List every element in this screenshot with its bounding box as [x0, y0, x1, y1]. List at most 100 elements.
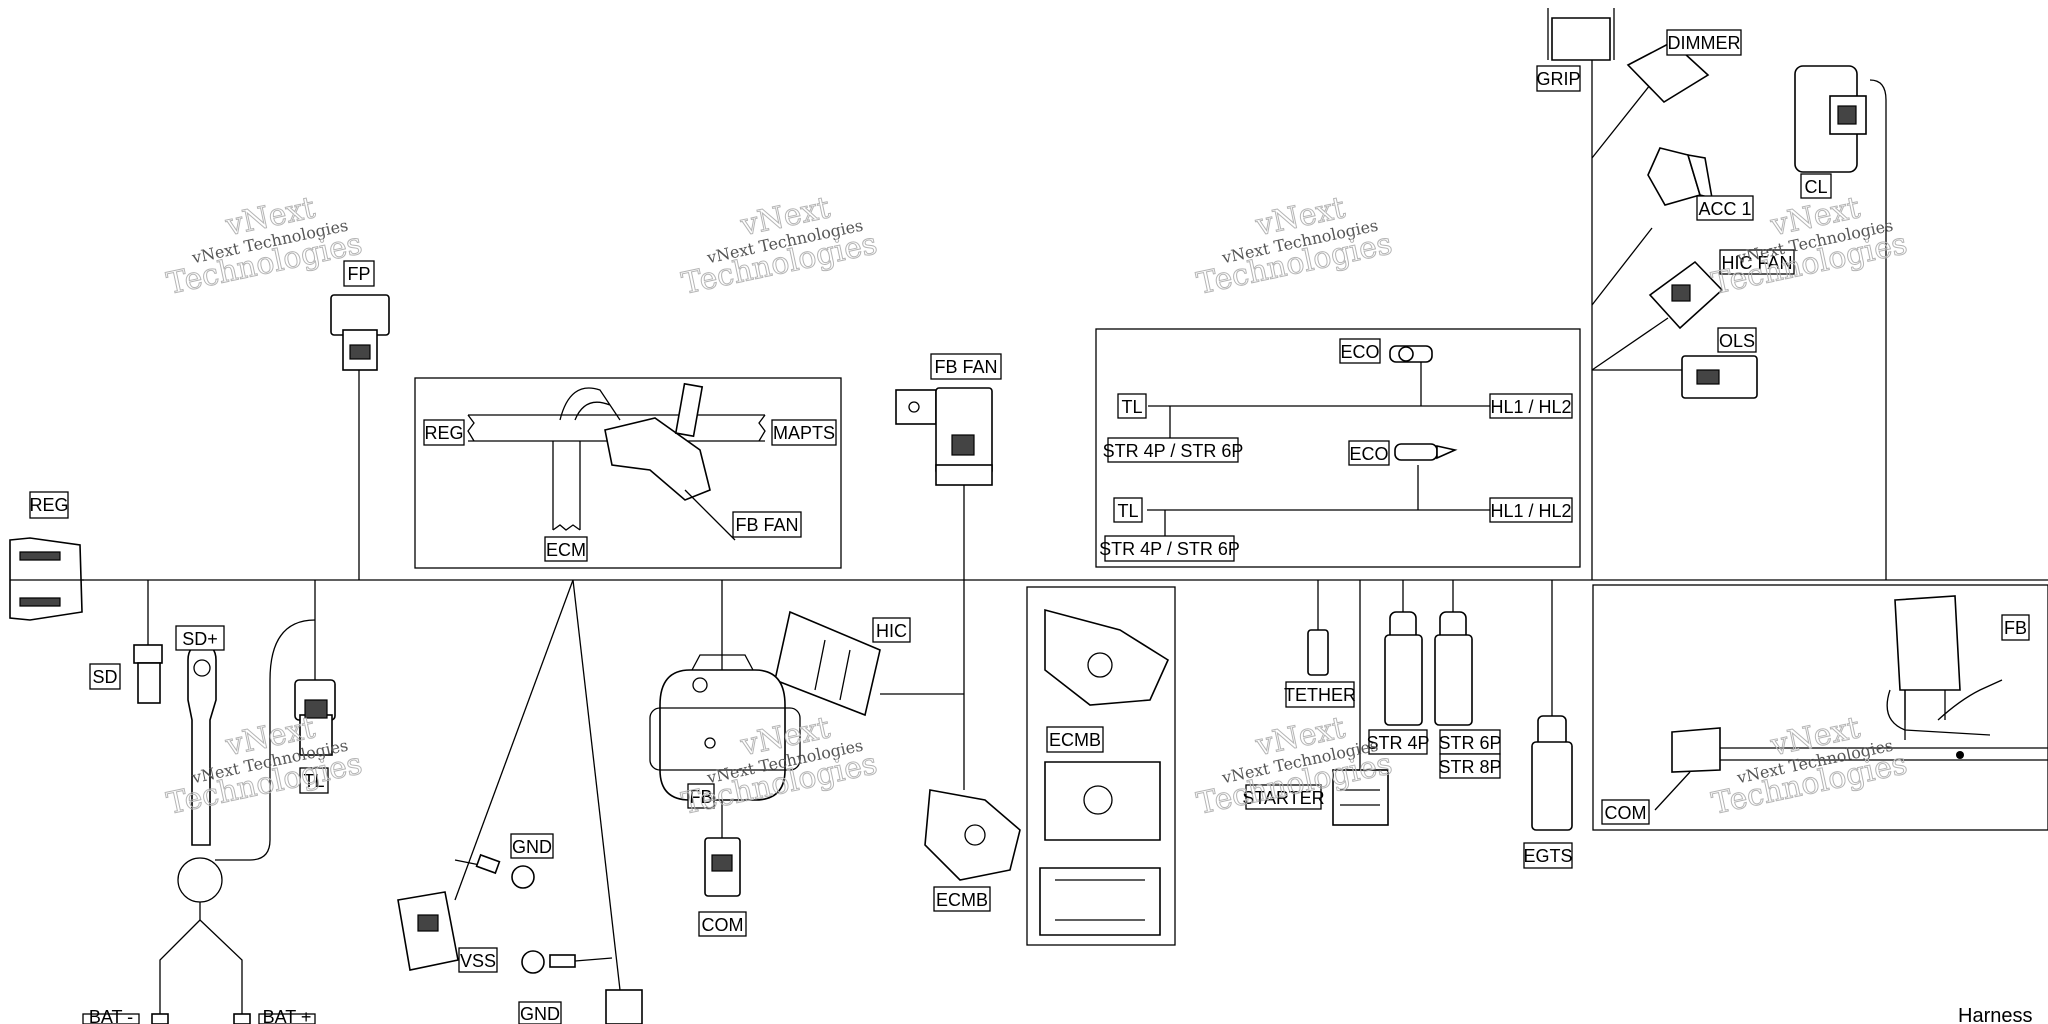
- svg-text:TETHER: TETHER: [1284, 685, 1356, 705]
- ring-terminal-gnd2: [521, 950, 613, 974]
- connector-fb-fan-top: [895, 387, 993, 486]
- connector-fp: [330, 294, 390, 371]
- svg-text:VSS: VSS: [460, 951, 496, 971]
- svg-text:FB FAN: FB FAN: [735, 515, 798, 535]
- connector-str4p: [1384, 611, 1423, 726]
- watermark-7: vNext vNext Technologies Technologies: [1193, 710, 1395, 823]
- connector-egts: [1531, 715, 1573, 831]
- label-mapts: MAPTS: [771, 419, 837, 446]
- bat-terminals: [151, 1013, 251, 1024]
- svg-text:BAT -: BAT -: [89, 1007, 133, 1024]
- svg-text:ECM: ECM: [546, 540, 586, 560]
- connector-dimmer: [1626, 41, 1710, 104]
- watermark-2: vNext vNext Technologies Technologies: [678, 190, 880, 303]
- label-bat-plus: BAT +: [258, 1007, 316, 1024]
- label-grip: GRIP: [1536, 65, 1581, 92]
- svg-text:TL: TL: [1121, 397, 1142, 417]
- connector-fb-mid: [649, 654, 801, 801]
- label-acc1: ACC 1: [1696, 195, 1754, 221]
- watermark-5: vNext vNext Technologies Technologies: [163, 710, 365, 823]
- svg-text:SD: SD: [92, 667, 117, 687]
- svg-text:HIC: HIC: [876, 621, 907, 641]
- svg-text:FP: FP: [347, 264, 370, 284]
- connector-tether: [1307, 629, 1329, 676]
- label-ecmb-bottom: ECMB: [933, 886, 991, 912]
- label-sd-plus: SD+: [175, 625, 225, 651]
- label-reg-main: REG: [29, 491, 69, 519]
- svg-text:STR 4P / STR 6P: STR 4P / STR 6P: [1103, 441, 1244, 461]
- label-tl2: TL: [1113, 497, 1143, 523]
- connector-str6p: [1434, 611, 1473, 726]
- svg-text:GRIP: GRIP: [1536, 69, 1580, 89]
- label-hic-fan: HIC FAN: [1719, 249, 1795, 275]
- label-tl1: TL: [1117, 393, 1147, 419]
- label-fb-fan-inset: FB FAN: [732, 511, 802, 538]
- label-com-right: COM: [1601, 799, 1650, 825]
- label-eco1: ECO: [1339, 338, 1381, 364]
- connector-com-mid: [704, 800, 741, 897]
- connector-ols: [1681, 355, 1758, 399]
- label-hl2: HL1 / HL2: [1489, 497, 1573, 523]
- svg-text:GND: GND: [520, 1004, 560, 1024]
- label-reg-inset: REG: [423, 419, 465, 446]
- label-str8p: STR 8P: [1438, 753, 1502, 779]
- svg-text:TL: TL: [1117, 501, 1138, 521]
- label-cl: CL: [1800, 173, 1832, 199]
- inset-fb-com-wiring: [1654, 595, 2048, 811]
- connector-starter: [1332, 769, 1389, 826]
- label-starter: STARTER: [1242, 784, 1325, 810]
- label-vss: VSS: [458, 947, 498, 973]
- label-ecm: ECM: [544, 536, 588, 562]
- inset-eco-tl-wiring: [1147, 345, 1490, 536]
- svg-text:ECMB: ECMB: [936, 890, 988, 910]
- svg-text:FB: FB: [2004, 618, 2027, 638]
- svg-text:ACC 1: ACC 1: [1698, 199, 1751, 219]
- connector-tl-left: [294, 679, 336, 756]
- label-egts: EGTS: [1523, 842, 1573, 869]
- label-eco2: ECO: [1348, 440, 1390, 466]
- svg-text:COM: COM: [702, 915, 744, 935]
- connector-vss: [397, 891, 459, 971]
- label-ecmb-inset: ECMB: [1046, 726, 1104, 753]
- svg-text:MAPTS: MAPTS: [773, 423, 835, 443]
- svg-text:REG: REG: [29, 495, 68, 515]
- connectors-ecmb-inset: [1039, 608, 1170, 936]
- svg-text:GND: GND: [512, 837, 552, 857]
- label-bat-minus: BAT -: [82, 1007, 140, 1024]
- inset-box-fb-com: [1592, 584, 2048, 831]
- connector-cl: [1794, 65, 1867, 173]
- svg-text:DIMMER: DIMMER: [1668, 33, 1741, 53]
- svg-text:EGTS: EGTS: [1523, 846, 1572, 866]
- label-ols: OLS: [1717, 327, 1757, 353]
- svg-text:STARTER: STARTER: [1242, 788, 1324, 808]
- svg-text:STR 4P / STR 6P: STR 4P / STR 6P: [1099, 539, 1240, 559]
- connector-hic: [774, 610, 881, 717]
- main-harness-wires: [80, 30, 2048, 1024]
- svg-text:FB: FB: [689, 787, 712, 807]
- watermark-8: vNext vNext Technologies Technologies: [1708, 710, 1910, 823]
- svg-text:COM: COM: [1605, 803, 1647, 823]
- svg-text:BAT +: BAT +: [263, 1007, 312, 1024]
- ring-terminal-gnd1: [454, 853, 535, 889]
- label-dimmer: DIMMER: [1666, 29, 1742, 56]
- label-str4p: STR 4P: [1366, 729, 1430, 755]
- svg-text:REG: REG: [424, 423, 463, 443]
- inset-reg-mapts-wiring: [467, 382, 766, 541]
- label-tl-left: TL: [299, 767, 329, 794]
- connector-grip: [1547, 8, 1615, 61]
- connector-reg: [9, 537, 84, 621]
- svg-text:OLS: OLS: [1719, 331, 1755, 351]
- svg-text:TL: TL: [303, 771, 324, 791]
- svg-text:STR 4P: STR 4P: [1366, 733, 1429, 753]
- label-str2: STR 4P / STR 6P: [1099, 535, 1240, 562]
- label-fb-fan-top: FB FAN: [930, 353, 1002, 380]
- svg-text:STR 8P: STR 8P: [1438, 757, 1501, 777]
- svg-text:CL: CL: [1804, 177, 1827, 197]
- inset-box-reg-mapts: [414, 377, 842, 569]
- connector-hic-fan: [1648, 260, 1724, 330]
- label-fb-right: FB: [2001, 614, 2030, 641]
- svg-text:HIC FAN: HIC FAN: [1721, 253, 1792, 273]
- label-gnd2: GND: [518, 1001, 562, 1024]
- inset-box-ecmb: [1026, 586, 1176, 946]
- label-fp: FP: [343, 260, 375, 287]
